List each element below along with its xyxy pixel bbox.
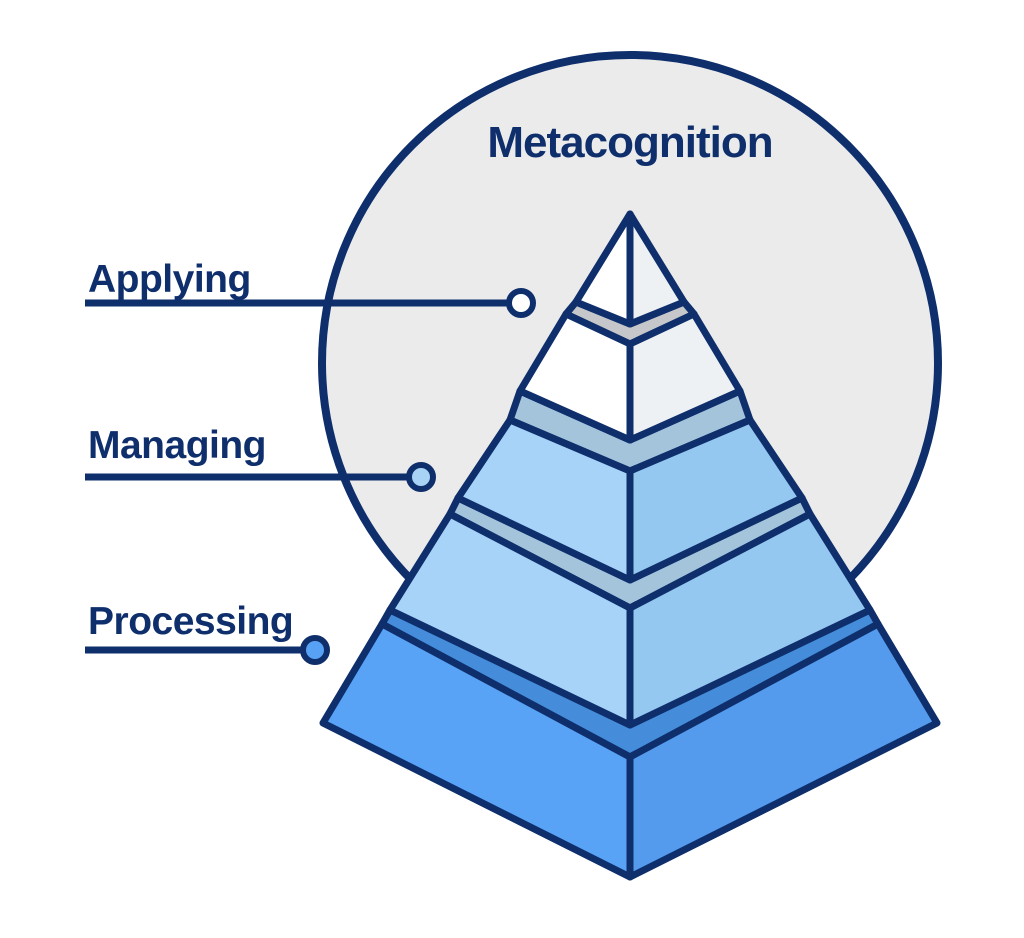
callout-processing: Processing	[85, 600, 330, 665]
pyramid-level-2-right-face	[626, 310, 744, 444]
pyramid-level-5-right-face	[626, 620, 941, 881]
pyramid-level-4-right-face	[626, 510, 874, 729]
applying-leader-dot	[506, 288, 536, 318]
processing-leader-dot	[300, 635, 330, 665]
callout-managing: Managing	[85, 424, 436, 492]
managing-label: Managing	[88, 424, 266, 467]
pyramid-level-1-apex	[572, 210, 688, 328]
pyramid-level-3-right-face	[626, 416, 806, 584]
pyramid-apex-right-face	[626, 210, 688, 328]
processing-label: Processing	[88, 600, 293, 643]
callout-applying: Applying	[85, 258, 536, 318]
managing-leader-dot	[406, 462, 436, 492]
applying-label: Applying	[88, 258, 251, 301]
pyramid-level-4	[386, 494, 874, 729]
diagram-title: Metacognition	[487, 118, 772, 167]
